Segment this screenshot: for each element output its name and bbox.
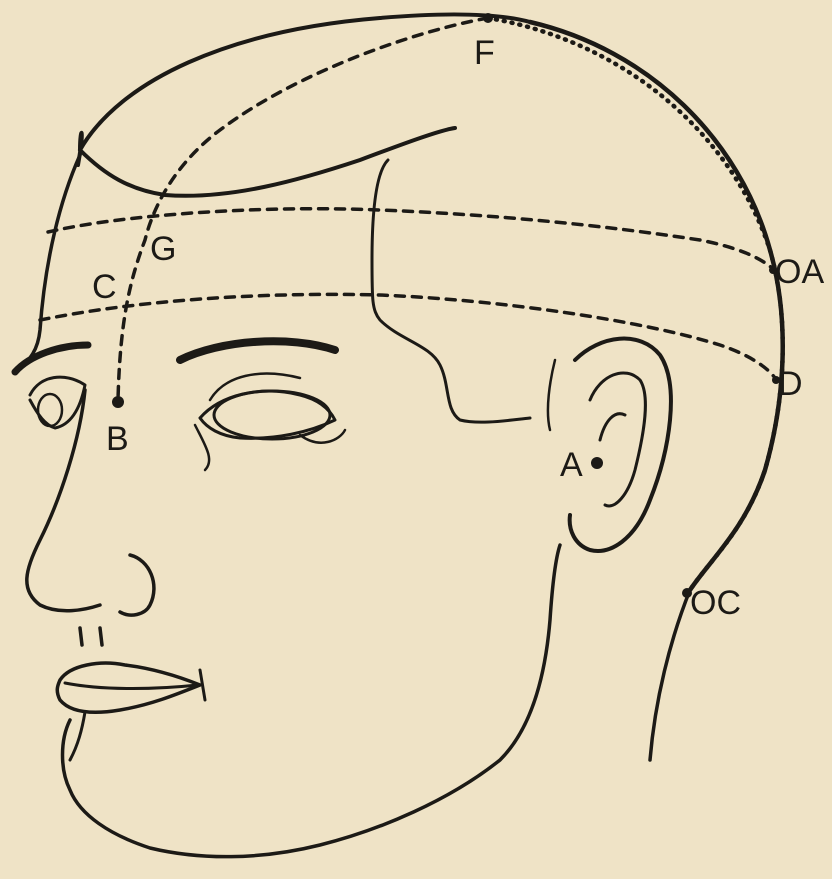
label-oc: OC bbox=[690, 584, 741, 622]
cranium-back-outline bbox=[530, 22, 783, 590]
label-a: A bbox=[560, 446, 583, 484]
label-b: B bbox=[106, 420, 129, 458]
hairline bbox=[78, 128, 455, 196]
cranium-front-outline bbox=[80, 15, 530, 150]
label-f: F bbox=[474, 34, 495, 72]
point-f bbox=[483, 13, 493, 23]
right-brow bbox=[180, 341, 335, 360]
left-brow bbox=[15, 345, 88, 372]
temple-line bbox=[372, 160, 530, 422]
label-c: C bbox=[92, 268, 117, 306]
neck-back-line bbox=[650, 590, 690, 760]
point-a bbox=[591, 457, 603, 469]
back-dotted-line bbox=[488, 18, 783, 590]
ear bbox=[570, 339, 671, 551]
label-d: D bbox=[778, 365, 803, 403]
jaw-line bbox=[63, 545, 561, 857]
label-oa: OA bbox=[775, 253, 824, 291]
label-g: G bbox=[150, 230, 176, 268]
forehead-line bbox=[18, 155, 80, 370]
point-b bbox=[112, 396, 124, 408]
